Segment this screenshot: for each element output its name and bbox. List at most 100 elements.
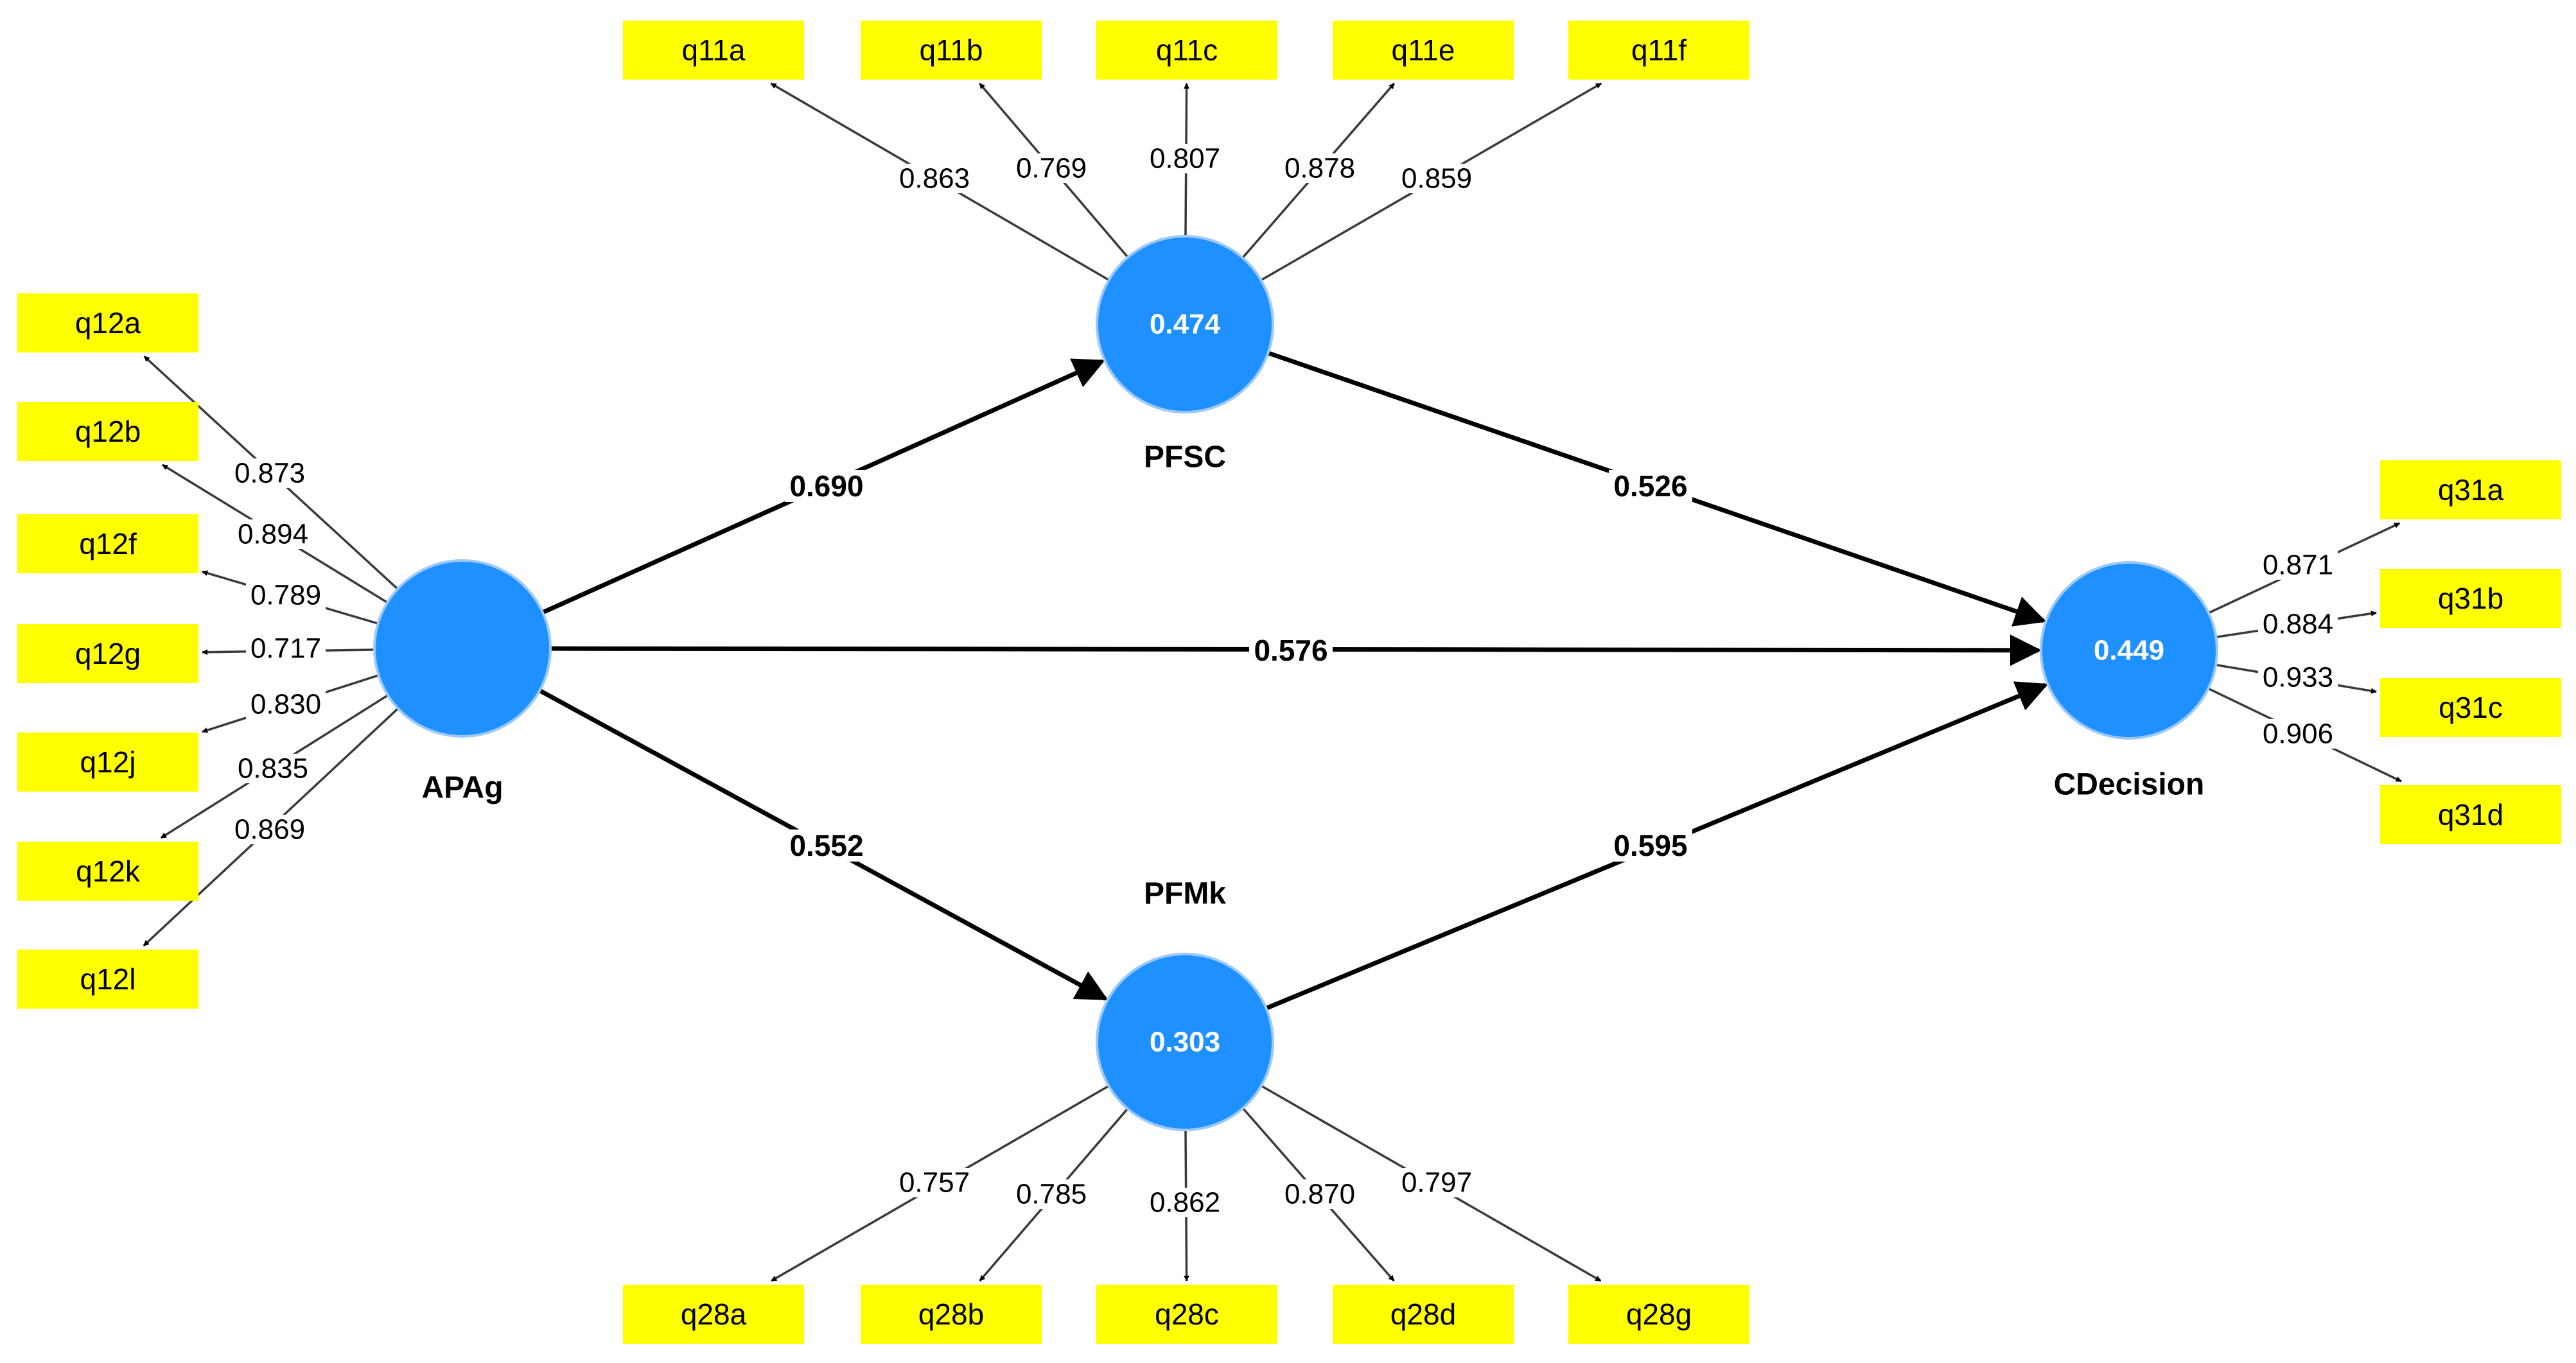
- path-coefficient-APAg-PFMk-group: 0.552: [785, 829, 868, 862]
- indicator-label-q12a: q12a: [75, 306, 141, 340]
- loading-value-q12j-group: 0.830: [246, 689, 326, 720]
- loading-value-q31d-group: 0.906: [2258, 718, 2338, 750]
- loading-value-q31a-group: 0.871: [2258, 550, 2338, 581]
- indicator-label-q11b: q11b: [920, 33, 983, 67]
- indicator-label-q11f: q11f: [1631, 33, 1687, 67]
- loading-value-q31b-bg: [2258, 609, 2338, 639]
- loading-value-q12k: 0.835: [238, 753, 308, 785]
- loading-value-q11c-group: 0.807: [1145, 143, 1225, 175]
- loading-value-q12a-group: 0.873: [230, 458, 310, 489]
- indicator-box-q28g: [1568, 1285, 1749, 1344]
- indicator-label-q12b: q12b: [75, 415, 141, 448]
- labels-layer: 0.873 0.894 0.789 0.717 0.830 0.835 0.869 0.863…: [230, 143, 2338, 1219]
- loading-value-q11b: 0.769: [1016, 153, 1087, 184]
- construct-CDecision: [2040, 561, 2218, 740]
- path-coefficient-APAg-CDecision: 0.576: [1254, 634, 1327, 667]
- loading-value-q12a-bg: [230, 458, 310, 488]
- loading-value-q12l-group: 0.869: [230, 814, 310, 846]
- indicator-label-q12j: q12j: [80, 745, 136, 779]
- loading-value-q11e-bg: [1280, 153, 1360, 183]
- loading-value-q31c: 0.933: [2263, 662, 2333, 693]
- indicator-box-q11e: [1333, 21, 1514, 80]
- indicator-box-q12f: [17, 514, 198, 573]
- loading-value-q12f-bg: [246, 580, 326, 610]
- loading-value-q28d: 0.870: [1284, 1179, 1355, 1210]
- loading-value-q28g-group: 0.797: [1397, 1167, 1476, 1199]
- loading-value-q31a-bg: [2258, 550, 2338, 580]
- indicator-label-q11e: q11e: [1392, 33, 1455, 67]
- loading-value-q12l-bg: [230, 815, 310, 844]
- loading-value-q12f-group: 0.789: [246, 580, 326, 611]
- indicator-box-q11a: [623, 21, 804, 80]
- loading-value-q12j-bg: [246, 690, 326, 719]
- construct-name-PFSC: PFSC: [1144, 440, 1226, 474]
- construct-PFMk: [1096, 953, 1274, 1131]
- loading-value-q12a: 0.873: [234, 458, 305, 489]
- indicator-label-q12l: q12l: [80, 962, 136, 996]
- loading-value-q12l: 0.869: [234, 814, 305, 846]
- loading-value-q12b-group: 0.894: [233, 519, 313, 550]
- construct-r2-CDecision: 0.449: [2094, 635, 2164, 666]
- loading-value-q31d: 0.906: [2263, 718, 2333, 750]
- path-coefficient-PFSC-CDecision-bg: [1609, 470, 1692, 502]
- path-coefficient-PFMk-CDecision: 0.595: [1613, 829, 1687, 862]
- path-coefficient-APAg-CDecision-bg: [1249, 634, 1333, 666]
- indicator-box-q11f: [1568, 21, 1749, 80]
- indicator-label-q28d: q28d: [1390, 1298, 1456, 1331]
- construct-r2-PFMk: 0.303: [1150, 1027, 1220, 1058]
- loading-value-q28b-group: 0.785: [1012, 1179, 1091, 1210]
- indicator-box-q28a: [623, 1285, 804, 1344]
- loading-value-q31c-bg: [2258, 663, 2338, 692]
- construct-name-CDecision: CDecision: [2054, 768, 2205, 802]
- indicator-box-q12a: [17, 293, 198, 352]
- loading-value-q31d-bg: [2258, 719, 2338, 749]
- loading-value-q12b-bg: [233, 519, 313, 549]
- loading-value-q12f: 0.789: [250, 580, 321, 611]
- loading-value-q11f-bg: [1397, 164, 1476, 193]
- loading-value-q11b-group: 0.769: [1012, 153, 1091, 184]
- loading-value-q31b: 0.884: [2263, 609, 2333, 640]
- indicator-label-q28c: q28c: [1155, 1298, 1219, 1331]
- indicator-label-q31d: q31d: [2438, 798, 2503, 831]
- indicator-label-q28a: q28a: [681, 1298, 747, 1331]
- construct-PFSC: [1096, 235, 1274, 413]
- indicator-box-q12g: [17, 624, 198, 683]
- loading-value-q12b: 0.894: [238, 519, 308, 550]
- indicator-box-q28d: [1333, 1285, 1514, 1344]
- indicator-box-q12b: [17, 402, 198, 461]
- path-coefficient-APAg-CDecision-group: 0.576: [1249, 634, 1333, 667]
- indicator-box-q31a: [2380, 460, 2561, 519]
- indicator-label-q31c: q31c: [2439, 691, 2503, 724]
- construct-r2-PFSC: 0.474: [1150, 309, 1221, 340]
- loading-value-q11f: 0.859: [1401, 163, 1472, 195]
- path-coefficient-APAg-PFMk: 0.552: [789, 829, 863, 862]
- loading-value-q28c: 0.862: [1150, 1187, 1220, 1219]
- construct-APAg: [373, 559, 552, 738]
- loading-value-q28b: 0.785: [1016, 1179, 1087, 1210]
- loading-value-q31c-group: 0.933: [2258, 662, 2338, 693]
- indicator-label-q11c: q11c: [1156, 33, 1218, 67]
- loading-value-q11c-bg: [1145, 144, 1225, 173]
- loading-value-q11a-group: 0.863: [895, 163, 974, 195]
- loading-value-q31b-group: 0.884: [2258, 609, 2338, 640]
- indicator-label-q28g: q28g: [1626, 1298, 1692, 1331]
- loading-value-q28a-group: 0.757: [895, 1167, 974, 1199]
- loading-value-q11a: 0.863: [899, 163, 970, 195]
- loading-value-q12g-group: 0.717: [246, 633, 326, 664]
- loading-value-q12j: 0.830: [250, 689, 321, 720]
- indicator-box-q28c: [1096, 1285, 1277, 1344]
- indicator-box-q12k: [17, 842, 198, 901]
- indicator-box-q31b: [2380, 569, 2561, 628]
- loading-value-q11c: 0.807: [1150, 143, 1220, 175]
- loading-value-q11e: 0.878: [1284, 153, 1355, 184]
- loading-value-q28b-bg: [1012, 1179, 1091, 1209]
- loading-value-q28a: 0.757: [899, 1167, 970, 1199]
- loading-value-q28a-bg: [895, 1168, 974, 1197]
- path-coefficient-PFMk-CDecision-bg: [1609, 829, 1692, 862]
- indicator-label-q31b: q31b: [2438, 582, 2503, 615]
- path-coefficient-APAg-PFMk-bg: [785, 829, 868, 862]
- indicator-box-q11c: [1096, 21, 1277, 80]
- indicator-box-q12l: [17, 950, 198, 1009]
